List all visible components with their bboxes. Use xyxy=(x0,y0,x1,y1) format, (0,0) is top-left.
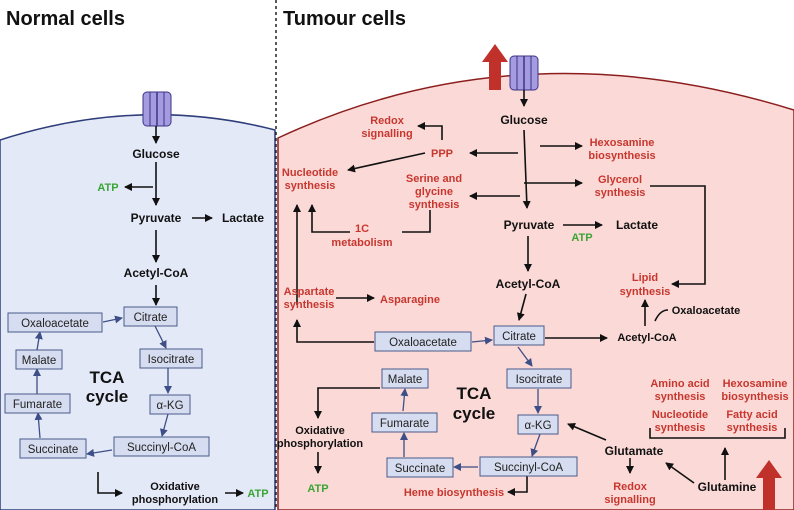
normal-glucose: Glucose xyxy=(132,147,180,161)
glutamine-upregulation-arrow-icon xyxy=(756,460,782,510)
tumour-nucleotide-line1: Nucleotide xyxy=(282,167,338,179)
tumour-lactate: Lactate xyxy=(616,218,658,232)
normal-isocitrate-box: Isocitrate xyxy=(139,348,203,369)
tumour-1c-line1: 1C xyxy=(355,223,369,235)
tumour-redox2-line2: signalling xyxy=(604,494,655,506)
svg-text:Citrate: Citrate xyxy=(502,331,536,343)
tumour-heme: Heme biosynthesis xyxy=(404,487,504,499)
normal-fumarate-box: Fumarate xyxy=(4,393,71,414)
tumour-1c-line2: metabolism xyxy=(331,237,392,249)
tumour-glutamine: Glutamine xyxy=(698,480,757,494)
normal-akg-box: α-KG xyxy=(149,394,191,415)
normal-atp: ATP xyxy=(97,182,118,194)
normal-lactate: Lactate xyxy=(222,211,264,225)
tumour-succinate-box: Succinate xyxy=(386,457,454,478)
svg-text:Fumarate: Fumarate xyxy=(13,399,62,411)
normal-tca-label: TCA xyxy=(90,368,125,387)
tumour-aspartate-line1: Aspartate xyxy=(284,286,335,298)
tumour-cell-membrane xyxy=(277,72,794,510)
tumour-serine-line1: Serine and xyxy=(406,173,462,185)
tumour-redox2-line1: Redox xyxy=(613,481,648,493)
tumour-atp: ATP xyxy=(571,232,592,244)
tumour-nucl2-line2: synthesis xyxy=(655,422,706,434)
tumour-oxphos-line1: Oxidative xyxy=(295,425,345,437)
tumour-ppp: PPP xyxy=(431,148,453,160)
tumour-glycerol-line1: Glycerol xyxy=(598,174,642,186)
tumour-akg-box: α-KG xyxy=(517,414,559,435)
svg-text:Succinyl-CoA: Succinyl-CoA xyxy=(127,442,196,454)
svg-text:Fumarate: Fumarate xyxy=(380,418,429,430)
normal-succinyl-coa-box: Succinyl-CoA xyxy=(113,436,210,457)
svg-text:Citrate: Citrate xyxy=(134,312,168,324)
tumour-lipid-line1: Lipid xyxy=(632,272,658,284)
tumour-fumarate-box: Fumarate xyxy=(371,412,438,433)
svg-text:α-KG: α-KG xyxy=(156,400,183,412)
tumour-succinyl-coa-box: Succinyl-CoA xyxy=(479,456,578,477)
svg-text:α-KG: α-KG xyxy=(524,420,551,432)
upregulation-arrow-icon xyxy=(482,44,508,90)
tumour-pyruvate: Pyruvate xyxy=(504,218,555,232)
tumour-fatty-line1: Fatty acid xyxy=(726,409,777,421)
normal-oxphos-line1: Oxidative xyxy=(150,481,200,493)
normal-cycle-label: cycle xyxy=(86,387,129,406)
tumour-amino-line1: Amino acid xyxy=(650,378,709,390)
tumour-isocitrate-box: Isocitrate xyxy=(506,368,572,389)
tumour-glycerol-line2: synthesis xyxy=(595,187,646,199)
svg-text:Malate: Malate xyxy=(22,355,57,367)
svg-text:Isocitrate: Isocitrate xyxy=(516,374,563,386)
tumour-oxaloacetate-box: Oxaloacetate xyxy=(374,331,472,352)
tumour-nucleotide-line2: synthesis xyxy=(285,180,336,192)
tumour-hexo2-line1: Hexosamine xyxy=(723,378,788,390)
normal-oxphos-line2: phosphorylation xyxy=(132,494,218,506)
tumour-glutamate: Glutamate xyxy=(605,444,664,458)
tumour-acetyl-coa: Acetyl-CoA xyxy=(496,277,561,291)
tumour-oxphos-atp: ATP xyxy=(307,483,328,495)
svg-text:Malate: Malate xyxy=(388,374,423,386)
tumour-malate-box: Malate xyxy=(381,368,429,389)
svg-text:Oxaloacetate: Oxaloacetate xyxy=(21,318,89,330)
glucose-transporter-tumour-icon xyxy=(509,55,539,91)
normal-pyruvate: Pyruvate xyxy=(131,211,182,225)
svg-text:Succinate: Succinate xyxy=(28,444,79,456)
glucose-transporter-icon xyxy=(142,91,172,127)
tumour-tca-label: TCA xyxy=(457,384,492,403)
normal-malate-box: Malate xyxy=(15,349,63,370)
tumour-cells-title: Tumour cells xyxy=(283,8,406,30)
normal-succinate-box: Succinate xyxy=(19,438,87,459)
normal-cells-title: Normal cells xyxy=(6,8,125,30)
tumour-amino-line2: synthesis xyxy=(655,391,706,403)
tumour-nucl2-line1: Nucleotide xyxy=(652,409,708,421)
tumour-hexosamine-line1: Hexosamine xyxy=(590,137,655,149)
tumour-citrate-box: Citrate xyxy=(493,325,545,346)
tumour-serine-line3: synthesis xyxy=(409,199,460,211)
tumour-glucose: Glucose xyxy=(500,113,548,127)
tumour-redox-line2: signalling xyxy=(361,128,412,140)
svg-text:Isocitrate: Isocitrate xyxy=(148,354,195,366)
tumour-cycle-label: cycle xyxy=(453,404,496,423)
tumour-fatty-line2: synthesis xyxy=(727,422,778,434)
normal-acetyl-coa: Acetyl-CoA xyxy=(124,266,189,280)
tumour-lipid-line2: synthesis xyxy=(620,286,671,298)
tumour-hexosamine-line2: biosynthesis xyxy=(588,150,655,162)
normal-oxaloacetate-box: Oxaloacetate xyxy=(7,312,103,333)
tumour-acetyl-coa2: Acetyl-CoA xyxy=(617,332,676,344)
svg-text:Succinate: Succinate xyxy=(395,463,446,475)
tumour-hexo2-line2: biosynthesis xyxy=(721,391,788,403)
svg-text:Succinyl-CoA: Succinyl-CoA xyxy=(494,462,563,474)
normal-citrate-box: Citrate xyxy=(123,306,178,327)
tumour-asparagine: Asparagine xyxy=(380,294,440,306)
tumour-oxaloacetate-small: Oxaloacetate xyxy=(672,305,740,317)
tumour-aspartate-line2: synthesis xyxy=(284,299,335,311)
tumour-redox-line1: Redox xyxy=(370,115,405,127)
tumour-oxphos-line2: phosphorylation xyxy=(277,438,363,450)
tumour-serine-line2: glycine xyxy=(415,186,453,198)
svg-text:Oxaloacetate: Oxaloacetate xyxy=(389,337,457,349)
normal-oxphos-atp: ATP xyxy=(247,488,268,500)
